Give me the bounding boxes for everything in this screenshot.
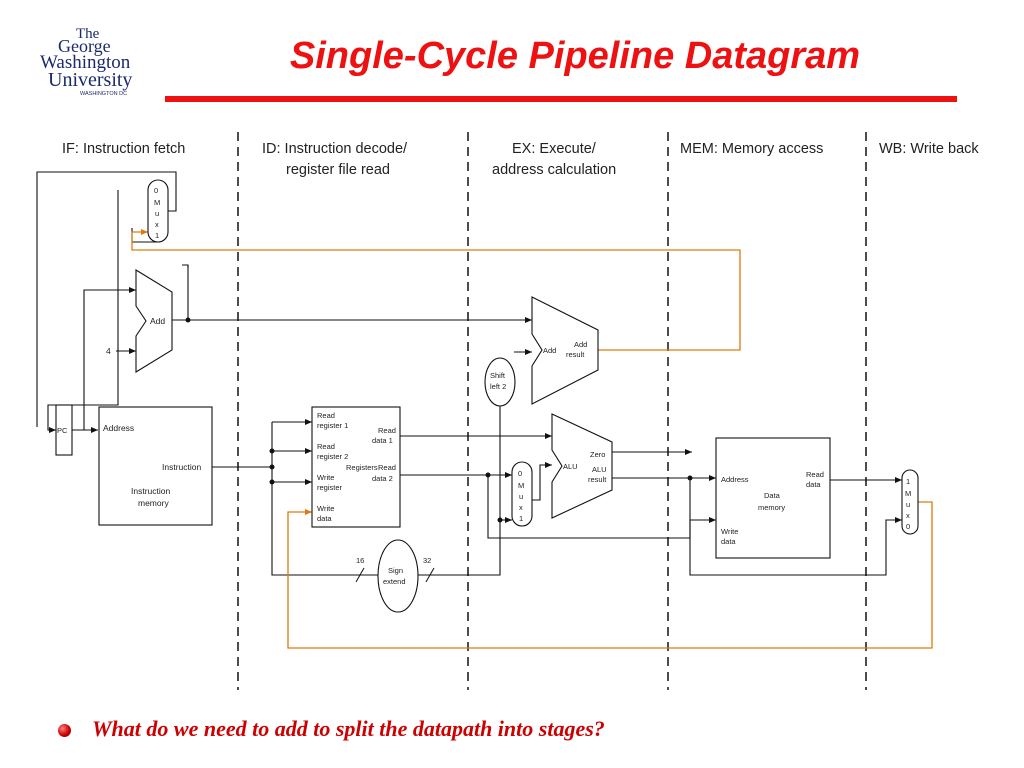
register-file: Read register 1 Read register 2 Write re… bbox=[311, 406, 401, 528]
svg-text:memory: memory bbox=[758, 503, 785, 512]
svg-text:Address: Address bbox=[721, 475, 749, 484]
svg-text:ALU: ALU bbox=[563, 462, 578, 471]
svg-text:Registers: Registers bbox=[346, 463, 378, 472]
logo-line-4: University bbox=[48, 69, 132, 91]
wire-mux-feedback bbox=[36, 171, 177, 427]
svg-text:0: 0 bbox=[154, 186, 158, 195]
svg-text:Data: Data bbox=[764, 491, 781, 500]
mux-pc-source: 0 M u x 1 bbox=[147, 179, 169, 243]
wire-mux-to-alu bbox=[532, 462, 552, 501]
svg-text:extend: extend bbox=[383, 577, 406, 586]
stage-label-id-2: register file read bbox=[286, 162, 390, 178]
stage-label-if: IF: Instruction fetch bbox=[62, 141, 185, 157]
svg-text:0: 0 bbox=[518, 469, 522, 478]
svg-text:Shift: Shift bbox=[490, 371, 506, 380]
slide-title: Single-Cycle Pipeline Datagram bbox=[289, 35, 861, 77]
svg-text:Write: Write bbox=[317, 504, 334, 513]
svg-text:1: 1 bbox=[519, 514, 523, 523]
logo-line-5: WASHINGTON DC bbox=[80, 91, 127, 97]
svg-text:data: data bbox=[317, 514, 332, 523]
svg-text:Zero: Zero bbox=[590, 450, 605, 459]
stage-label-mem: MEM: Memory access bbox=[680, 141, 823, 157]
svg-text:left 2: left 2 bbox=[490, 382, 506, 391]
wire-signext-to-shift bbox=[418, 405, 501, 576]
program-counter: PC bbox=[55, 404, 73, 456]
svg-text:Write: Write bbox=[721, 527, 738, 536]
stage-label-ex-1: EX: Execute/ bbox=[512, 141, 597, 157]
svg-text:result: result bbox=[566, 350, 585, 359]
bullet-question: What do we need to add to split the data… bbox=[58, 716, 958, 744]
svg-text:Read: Read bbox=[378, 463, 396, 472]
stage-label-id-1: ID: Instruction decode/ bbox=[262, 141, 408, 157]
svg-text:Instruction: Instruction bbox=[162, 462, 201, 472]
wire-writeback-data bbox=[287, 501, 933, 649]
svg-text:Read: Read bbox=[317, 411, 335, 420]
constant-four: 4 bbox=[106, 346, 111, 356]
svg-text:Read: Read bbox=[378, 426, 396, 435]
svg-text:u: u bbox=[519, 492, 523, 501]
wire-branch-target-to-mux bbox=[131, 229, 741, 351]
svg-text:Add: Add bbox=[574, 340, 587, 349]
stage-separators bbox=[237, 132, 867, 690]
svg-text:memory: memory bbox=[138, 498, 169, 508]
branch-target-adder: Add Add result bbox=[531, 296, 599, 405]
mux-writeback: 1 M u x 0 bbox=[901, 469, 919, 535]
svg-text:data 2: data 2 bbox=[372, 474, 393, 483]
svg-text:register 2: register 2 bbox=[317, 452, 348, 461]
svg-text:data 1: data 1 bbox=[372, 436, 393, 445]
svg-text:data: data bbox=[721, 537, 736, 546]
stage-label-wb: WB: Write back bbox=[879, 141, 979, 157]
logo-line-3: Washington bbox=[40, 52, 131, 73]
svg-text:Instruction: Instruction bbox=[131, 486, 170, 496]
shift-left-2: Shift left 2 bbox=[484, 357, 516, 407]
wire-mux-to-pc bbox=[47, 190, 119, 433]
datapath-wires bbox=[36, 171, 902, 576]
bit-width-16: 16 bbox=[356, 556, 364, 565]
svg-text:Add: Add bbox=[150, 316, 165, 326]
bit-width-32: 32 bbox=[423, 556, 431, 565]
mux-alu-source: 0 M u x 1 bbox=[511, 461, 533, 527]
svg-text:u: u bbox=[906, 500, 910, 509]
logo-line-1: The bbox=[76, 26, 100, 42]
question-text: What do we need to add to split the data… bbox=[92, 716, 605, 741]
svg-text:register 1: register 1 bbox=[317, 421, 348, 430]
svg-text:Read: Read bbox=[317, 442, 335, 451]
svg-text:PC: PC bbox=[57, 426, 68, 435]
svg-text:Write: Write bbox=[317, 473, 334, 482]
logo-line-2: George bbox=[58, 36, 111, 56]
sign-extend: Sign extend bbox=[355, 539, 435, 613]
svg-text:1: 1 bbox=[155, 231, 159, 240]
svg-text:x: x bbox=[155, 220, 159, 229]
svg-text:1: 1 bbox=[906, 477, 910, 486]
svg-text:register: register bbox=[317, 483, 343, 492]
svg-text:M: M bbox=[518, 481, 524, 490]
pc-adder: Add bbox=[135, 269, 173, 373]
svg-text:x: x bbox=[519, 503, 523, 512]
svg-text:Sign: Sign bbox=[388, 566, 403, 575]
title-underline bbox=[165, 96, 957, 102]
svg-text:Add: Add bbox=[543, 346, 556, 355]
instruction-memory: Address Instruction Instruction memory bbox=[98, 406, 213, 526]
university-logo: The George Washington University WASHING… bbox=[40, 26, 132, 97]
svg-text:M: M bbox=[154, 198, 160, 207]
svg-text:data: data bbox=[806, 480, 821, 489]
svg-text:M: M bbox=[905, 489, 911, 498]
alu: ALU Zero ALU result bbox=[551, 413, 613, 519]
svg-text:x: x bbox=[906, 511, 910, 520]
bullet-icon bbox=[58, 724, 71, 737]
junction-dots bbox=[185, 317, 693, 523]
svg-text:Read: Read bbox=[806, 470, 824, 479]
svg-text:ALU: ALU bbox=[592, 465, 607, 474]
svg-text:Address: Address bbox=[103, 423, 134, 433]
svg-text:result: result bbox=[588, 475, 607, 484]
stage-label-ex-2: address calculation bbox=[492, 162, 616, 178]
wire-instruction-bus bbox=[271, 422, 378, 576]
wire-pc-to-add bbox=[83, 287, 136, 430]
data-memory: Address Read data Data memory Write data bbox=[715, 437, 831, 559]
wire-alu-result-to-wbmux bbox=[689, 478, 902, 576]
svg-text:u: u bbox=[155, 209, 159, 218]
svg-text:0: 0 bbox=[906, 522, 910, 531]
feedback-wires bbox=[131, 229, 933, 649]
